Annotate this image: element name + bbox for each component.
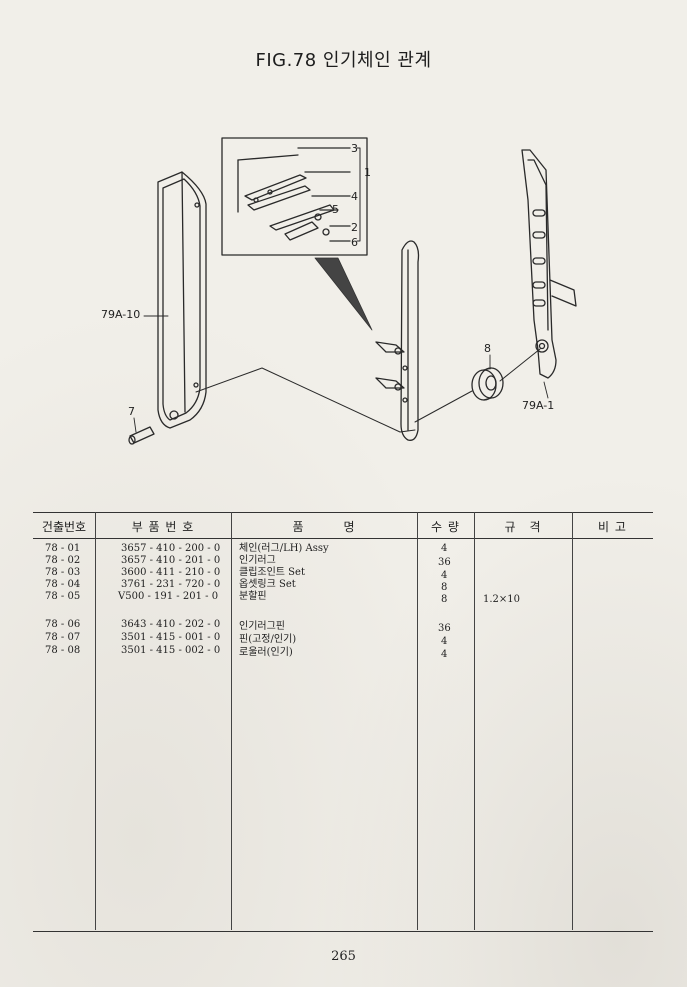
table-frame (33, 512, 653, 932)
header-remarks: 비 고 (598, 520, 627, 534)
callout-4: 4 (351, 190, 358, 203)
callout-2: 2 (351, 221, 358, 234)
roller-8 (471, 367, 504, 401)
middle-chain (375, 240, 420, 441)
callout-79a-1: 79A-1 (522, 399, 555, 412)
parts-table: 건출번호 부 품 번 호 품 명 수 량 규 격 비 고 78 - 01 365… (33, 512, 653, 932)
leader-lines (133, 315, 549, 433)
header-part-no: 부 품 번 호 (131, 520, 195, 534)
callout-79a-10: 79A-10 (101, 308, 141, 321)
left-chain-plate (157, 171, 207, 429)
detail-inset-parts (237, 147, 361, 242)
callout-8: 8 (484, 342, 491, 355)
callout-7: 7 (128, 405, 135, 418)
header-rule (33, 538, 653, 539)
callout-1: 1 (364, 166, 371, 179)
connection-lines (195, 348, 541, 433)
callout-5: 5 (332, 203, 339, 216)
figure-title: FIG.78 인기체인 관계 (255, 50, 432, 71)
header-index-no: 건출번호 (41, 520, 87, 534)
page-number: 265 (331, 949, 356, 964)
detail-frame (221, 137, 368, 256)
header-part-name: 품 명 (292, 520, 356, 534)
header-spec: 규 격 (504, 520, 542, 534)
pin-7 (128, 426, 155, 445)
detail-cone (314, 257, 373, 331)
header-qty: 수 량 (431, 520, 460, 534)
parts-diagram (128, 137, 577, 445)
callout-6: 6 (351, 236, 358, 249)
callout-3: 3 (351, 142, 358, 155)
right-chain-guide (521, 149, 577, 379)
